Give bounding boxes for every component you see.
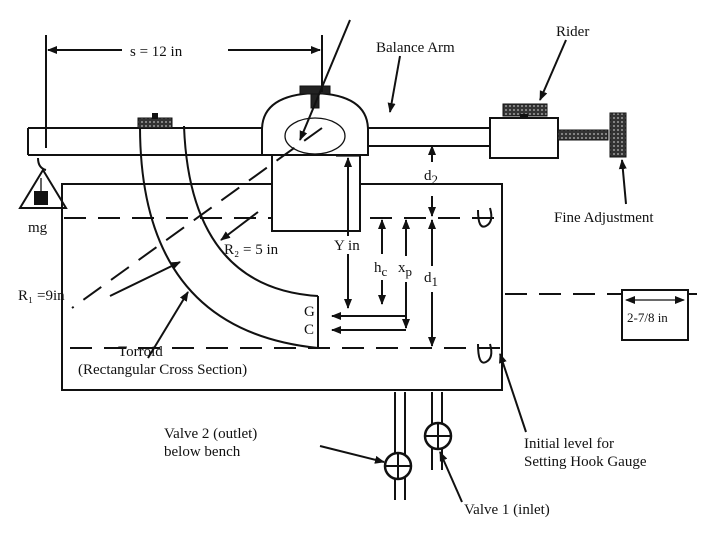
fine-adjustment-label: Fine Adjustment <box>554 210 654 226</box>
d2-label: d2 <box>424 168 438 187</box>
balance-arm-label: Balance Arm <box>376 40 455 56</box>
r1-label: R₁ =9in <box>18 288 65 304</box>
d1-label: d1 <box>424 270 438 289</box>
valve-2 <box>383 451 413 481</box>
initial-level-sublabel: Setting Hook Gauge <box>524 454 647 470</box>
valve-1-pointer <box>439 451 463 503</box>
y-dimension <box>332 155 366 309</box>
xp-label: xp <box>398 260 412 279</box>
weight-hanger <box>18 157 68 209</box>
span-dimension <box>45 35 323 148</box>
valve-1 <box>423 421 453 451</box>
initial-level-pointer <box>499 353 527 433</box>
c-label: C <box>304 322 314 338</box>
balance-arm-pointer <box>387 55 401 113</box>
hook-gauge-lower <box>477 343 493 364</box>
pointer-line <box>299 19 351 141</box>
span-label: s = 12 in <box>130 44 183 60</box>
torroid-pointer <box>147 291 189 359</box>
valve-2-pointer <box>319 445 385 464</box>
rider <box>489 103 559 159</box>
valve-2-sublabel: below bench <box>164 444 241 460</box>
fine-adjustment-screw <box>557 112 627 158</box>
rider-pointer <box>539 39 567 101</box>
counterweight-block <box>271 154 361 232</box>
pivot-hub <box>261 85 369 156</box>
r2-label: R₂ = 5 in <box>224 242 279 258</box>
weight-label: mg <box>28 220 48 236</box>
g-label: G <box>304 304 315 320</box>
radius-line <box>71 127 323 309</box>
rider-label: Rider <box>556 24 589 40</box>
r1-pointer <box>109 261 181 297</box>
balance-arm <box>27 127 490 156</box>
valve-1-label: Valve 1 (inlet) <box>464 502 550 518</box>
width-label: 2-7/8 in <box>627 310 668 325</box>
fine-adjustment-pointer <box>618 159 627 205</box>
valve-2-label: Valve 2 (outlet) <box>164 426 257 442</box>
hc-label: hc <box>374 260 388 279</box>
hc-xp-dimensions <box>331 219 418 334</box>
arm-knob <box>137 113 173 129</box>
torroid-quadrant <box>139 125 319 349</box>
y-label: Y in <box>334 238 360 254</box>
width-box <box>621 289 689 341</box>
torroid-label: Torroid <box>118 344 163 360</box>
initial-level-label: Initial level for <box>524 436 614 452</box>
d-dimensions <box>422 145 444 347</box>
torroid-subtitle: (Rectangular Cross Section) <box>78 362 247 378</box>
r2-pointer <box>220 211 259 241</box>
hook-gauge-upper <box>477 207 493 228</box>
